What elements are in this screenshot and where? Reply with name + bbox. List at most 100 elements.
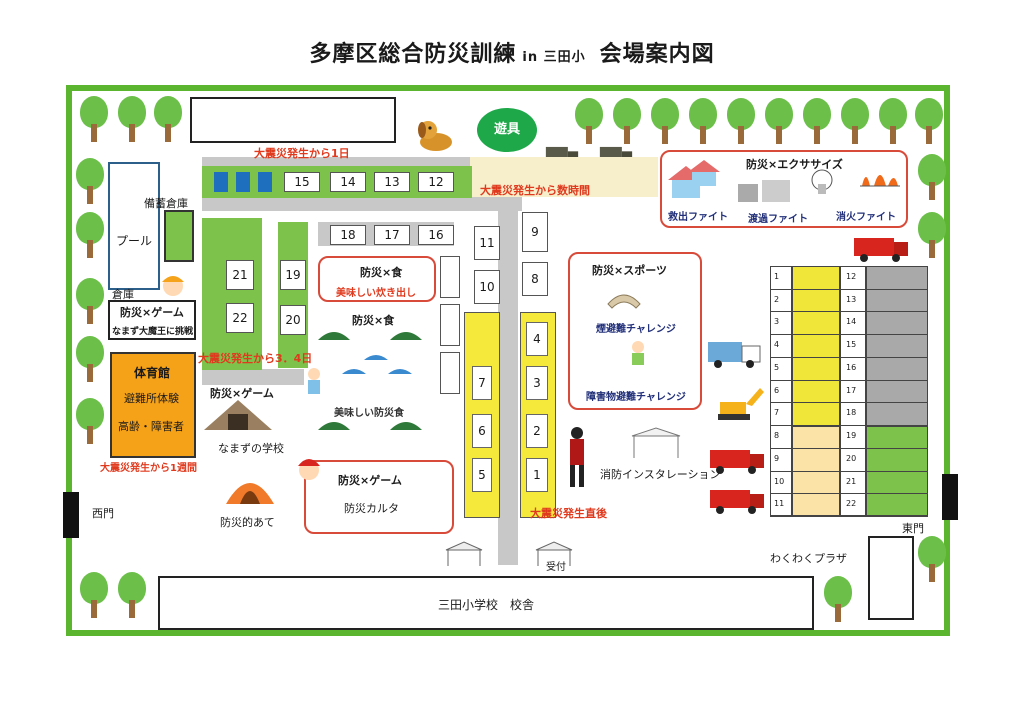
parking-number-right: 18 (846, 408, 857, 418)
parking-number-right: 12 (846, 272, 857, 281)
phase-week1: 大震災発生から1週間 (100, 463, 197, 474)
canopy-tents (318, 332, 422, 430)
extinguisher-icon (811, 169, 833, 194)
food2-title: 防災×食 (352, 314, 395, 327)
tree-icon (841, 98, 869, 144)
playground-label: 遊具 (493, 122, 520, 137)
parking-divider (770, 470, 928, 472)
tree-icon (918, 154, 946, 200)
parking-divider (770, 356, 928, 358)
food1-title: 防災×食 (360, 266, 403, 279)
school-label: 三田小学校 校舎 (437, 598, 534, 612)
tent-icon (204, 400, 272, 430)
playground: 遊具 (477, 108, 537, 152)
canopy-icon (535, 541, 573, 566)
fire-truck-icon (710, 450, 764, 474)
parking-divider (770, 379, 928, 381)
toilet-icon (258, 172, 272, 192)
tree-icon (651, 98, 679, 144)
empty-booth (440, 352, 460, 394)
title-main: 多摩区総合防災訓練 (309, 42, 517, 67)
parking-number-right: 17 (846, 385, 857, 395)
tree-icon (76, 398, 104, 444)
booth: 21 (226, 260, 254, 290)
excavator-icon (718, 388, 764, 420)
parking-number-right: 16 (846, 362, 857, 372)
game2-title: 防災×ゲーム (210, 387, 274, 400)
tree-icon (613, 98, 641, 144)
storage-label: 備蓄倉庫 (144, 197, 188, 210)
target-tent-icon (226, 483, 274, 504)
tree-icon (879, 98, 907, 144)
booth: 8 (522, 262, 548, 296)
food1-sub: 美味しい炊き出し (336, 288, 416, 299)
food2-sub: 美味しい防災食 (334, 408, 404, 419)
booth: 5 (472, 458, 492, 492)
west-gate-label: 西門 (92, 507, 114, 520)
installation-tent-icon (631, 427, 681, 458)
food-area-1 (318, 256, 436, 302)
parking-number-left: 1 (774, 272, 780, 281)
road (202, 369, 304, 385)
map-title: 多摩区総合防災訓練 in 三田小会場案内図 (0, 36, 1024, 68)
title-location: in 三田小 (522, 50, 586, 65)
empty-booth (440, 304, 460, 346)
parking-number-left: 5 (774, 362, 780, 372)
green-block (202, 218, 262, 370)
parking-divider (770, 516, 928, 517)
road (202, 197, 522, 211)
booth: 17 (374, 225, 410, 245)
empty-area (190, 97, 396, 143)
dog-icon (418, 121, 452, 151)
exercise-item3: 消火ファイト (836, 212, 896, 223)
game-box (108, 300, 196, 340)
gym-evac: 避難所体験 (124, 392, 179, 405)
gymnasium (110, 352, 196, 458)
empty-booth (440, 256, 460, 298)
fire-truck-icon (854, 238, 908, 262)
tree-icon (80, 572, 108, 618)
east-gate (942, 474, 958, 520)
parking-number-left: 3 (774, 317, 780, 327)
school-building (158, 576, 814, 630)
tree-icon (765, 98, 793, 144)
toilet-icon (236, 172, 250, 192)
booth: 20 (280, 305, 306, 335)
tree-icon (915, 98, 943, 144)
tree-icon (76, 278, 104, 324)
parking-number-right: 21 (846, 476, 857, 486)
canopy-icon (445, 541, 483, 566)
sports-item2: 障害物避難チャレンジ (586, 392, 686, 403)
parking-divider (770, 493, 928, 495)
game-box-sub: なまず大魔王に挑戦 (112, 327, 194, 337)
parking-number-left: 11 (774, 499, 785, 509)
parking-divider (770, 334, 928, 336)
title-sub: 会場案内図 (599, 42, 715, 67)
parking-divider (770, 425, 928, 427)
parking-number-right: 14 (846, 317, 857, 327)
sports-item1: 煙避難チャレンジ (596, 324, 676, 335)
fire-icon (860, 175, 900, 187)
game2-sub: なまずの学校 (218, 442, 284, 455)
east-gate-label: 東門 (902, 522, 924, 535)
parking-number-left: 4 (774, 340, 780, 350)
game-box-title: 防災×ゲーム (120, 306, 184, 319)
parking-number-left: 6 (774, 385, 780, 395)
parking-divider (770, 288, 928, 290)
storage (164, 210, 194, 262)
plaza-label: わくわくプラザ (770, 552, 847, 565)
booth: 14 (330, 172, 366, 192)
phase-hours: 大震災発生から数時間 (480, 184, 590, 197)
plaza (868, 536, 914, 620)
booth: 13 (374, 172, 410, 192)
pool-label: プール (116, 234, 153, 248)
parking-number-left: 10 (774, 476, 785, 486)
bollards (494, 520, 500, 558)
tree-icon (76, 212, 104, 258)
smoke-tunnel-icon (607, 294, 641, 309)
tree-icon (80, 96, 108, 142)
booth: 12 (418, 172, 454, 192)
parking-number-left: 9 (774, 453, 780, 463)
parking-number-right: 22 (846, 499, 857, 509)
